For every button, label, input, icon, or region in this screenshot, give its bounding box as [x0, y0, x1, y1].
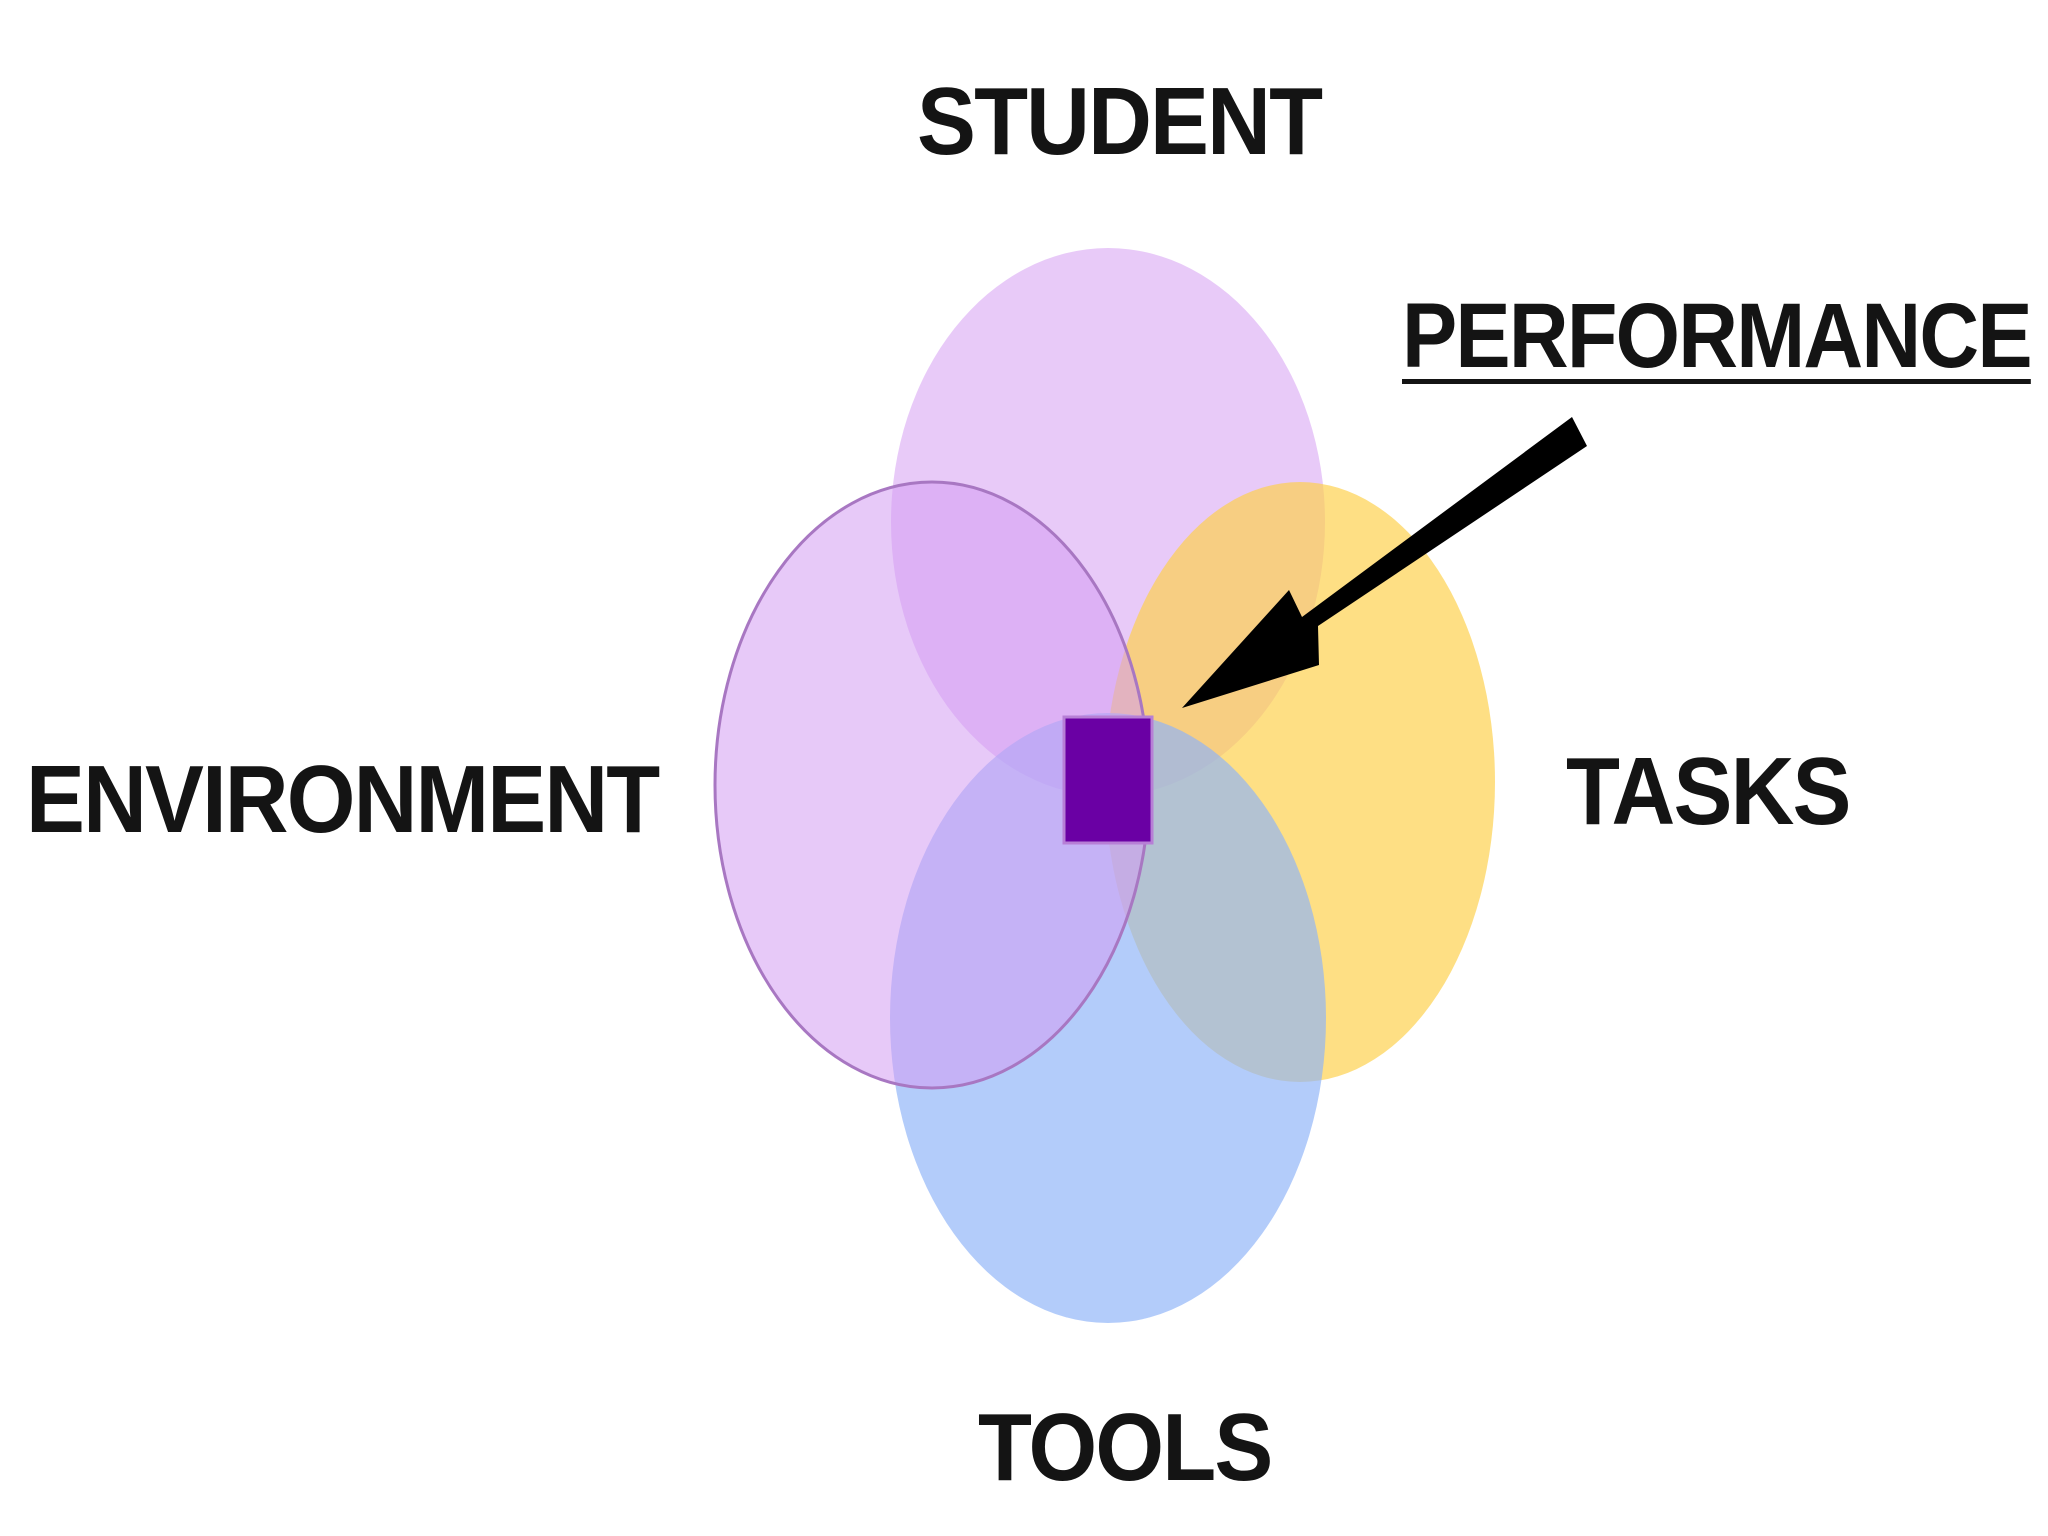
tasks-label: TASKS: [1566, 738, 1851, 845]
performance-arrow: [1182, 417, 1587, 708]
performance-label: PERFORMANCE: [1402, 285, 2033, 387]
performance-center-square: [1062, 715, 1154, 845]
tools-label: TOOLS: [978, 1394, 1273, 1501]
student-label: STUDENT: [917, 68, 1323, 175]
environment-label: ENVIRONMENT: [26, 746, 660, 853]
